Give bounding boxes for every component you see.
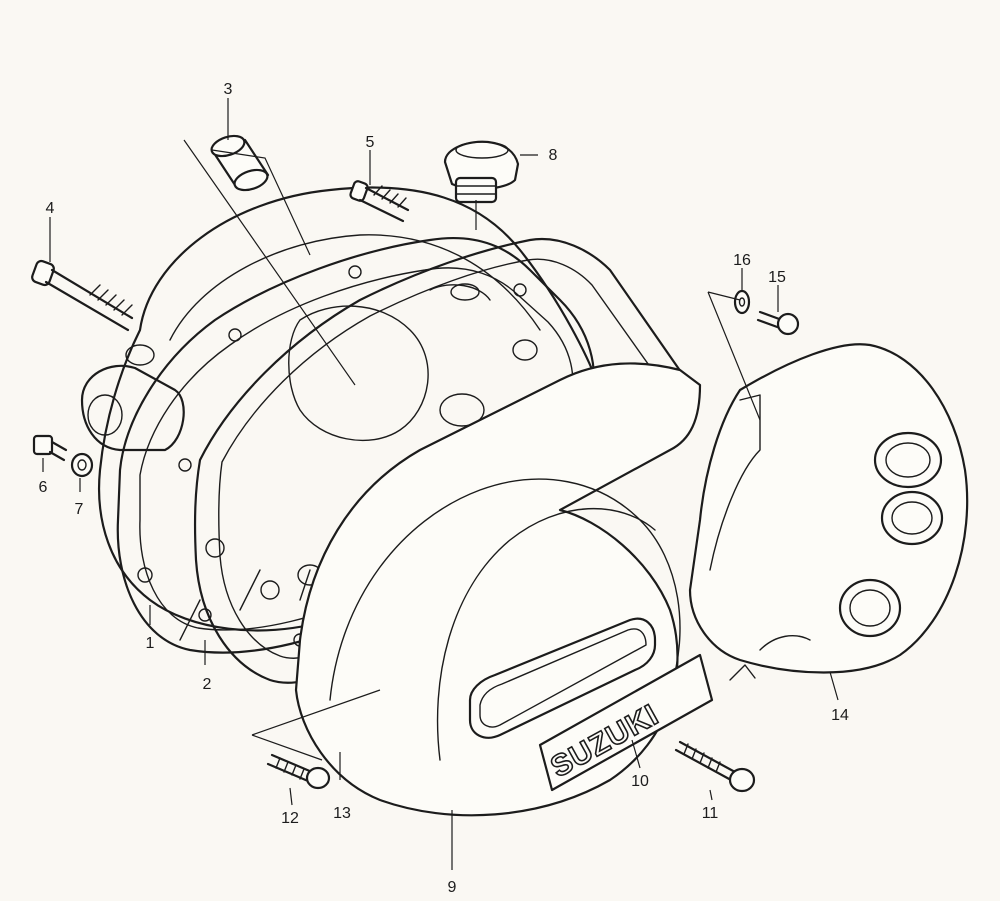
callout-6: 6 [39, 479, 48, 496]
oil-filler-plug [443, 140, 520, 204]
callout-12: 12 [281, 810, 299, 827]
screw-11 [674, 740, 756, 793]
screw-12 [266, 753, 331, 790]
callout-5: 5 [366, 134, 375, 151]
callout-2: 2 [203, 676, 212, 693]
screw-15 [756, 310, 800, 336]
callout-14: 14 [831, 707, 849, 724]
dowel-collar [210, 134, 270, 192]
callout-9: 9 [448, 879, 457, 896]
leader-lines [42, 98, 839, 870]
right-side-cover [688, 343, 969, 681]
callout-15: 15 [768, 269, 786, 286]
callout-numbers: 1 2 3 4 5 6 7 8 9 10 11 12 13 14 15 16 [39, 81, 849, 896]
washer-16 [733, 289, 751, 315]
callout-8: 8 [549, 147, 558, 164]
callout-3: 3 [224, 81, 233, 98]
callout-16: 16 [733, 252, 751, 269]
callout-1: 1 [146, 635, 155, 652]
callout-10: 10 [631, 773, 649, 790]
callout-7: 7 [75, 501, 84, 518]
small-bolt-6 [32, 434, 68, 462]
bolt-5 [349, 180, 410, 223]
callout-4: 4 [46, 200, 55, 217]
clutch-cover [294, 362, 702, 817]
long-bolt [31, 259, 134, 332]
callout-11: 11 [702, 805, 719, 822]
callout-13: 13 [333, 805, 351, 822]
washer-7 [70, 452, 94, 478]
